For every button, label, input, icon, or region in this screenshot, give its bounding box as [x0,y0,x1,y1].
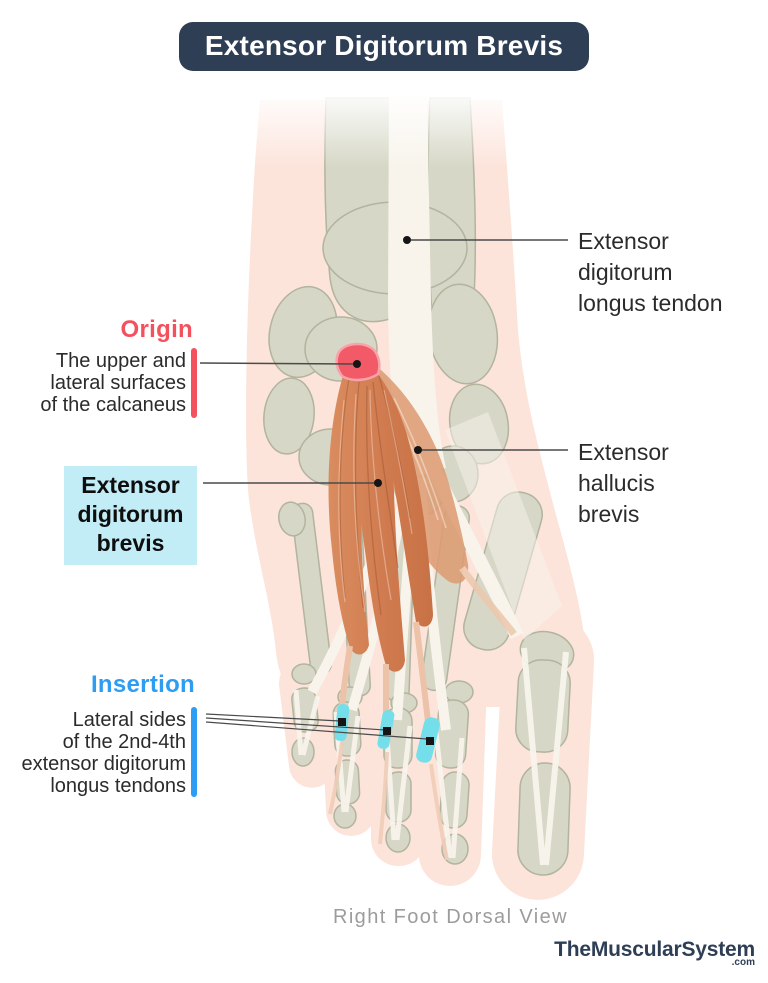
brand-logo: TheMuscularSystem .com [554,939,755,968]
view-caption: Right Foot Dorsal View [333,906,568,928]
edl-tendon-label: Extensor digitorum longus tendon [578,228,723,316]
insertion-description: Lateral sides of the 2nd-4th extensor di… [21,709,186,797]
ehb-label: Extensor hallucis brevis [578,439,669,527]
muscle-name-label: Extensor digitorum brevis [64,466,197,565]
origin-accent-bar [191,348,197,418]
leader-lines [199,239,568,740]
origin-heading: Origin [120,316,193,343]
pointer-dots [338,236,434,745]
page-title: Extensor Digitorum Brevis [178,22,590,71]
insertion-accent-bar [191,707,197,797]
insertion-heading: Insertion [90,671,195,698]
top-fade [225,88,605,168]
origin-description: The upper and lateral surfaces of the ca… [40,350,186,416]
title-banner-wrap: Extensor Digitorum Brevis [0,22,768,71]
edb-muscle [328,356,449,861]
brand-name: TheMuscularSystem [554,938,755,961]
brand-domain-suffix: .com [731,957,755,968]
